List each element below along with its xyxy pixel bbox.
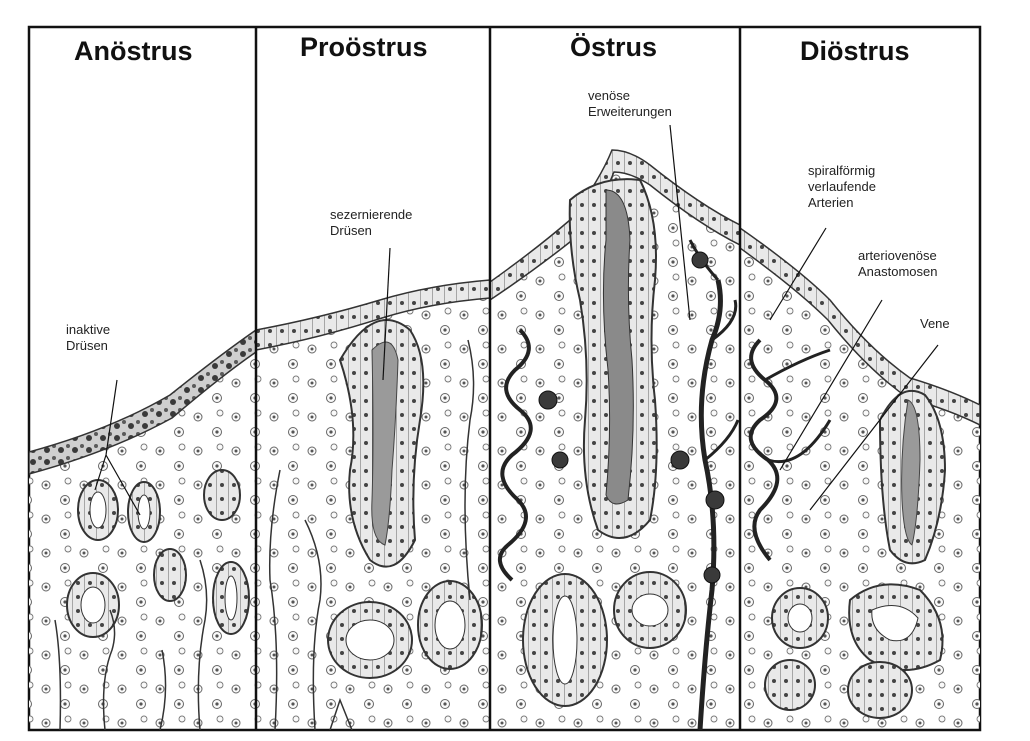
label-av-anastomoses: arteriovenöse Anastomosen bbox=[858, 248, 938, 280]
label-vein: Vene bbox=[920, 316, 950, 332]
label-line: venöse bbox=[588, 88, 672, 104]
label-line: verlaufende bbox=[808, 179, 876, 195]
label-line: Arterien bbox=[808, 195, 876, 211]
label-line: Drüsen bbox=[66, 338, 110, 354]
panel-title-anoestrus: Anöstrus bbox=[74, 36, 193, 67]
panel-title-prooestrus: Proöstrus bbox=[300, 32, 428, 63]
label-line: sezernierende bbox=[330, 207, 412, 223]
label-line: Erweiterungen bbox=[588, 104, 672, 120]
label-venous-dilations: venöse Erweiterungen bbox=[588, 88, 672, 120]
label-secreting-glands: sezernierende Drüsen bbox=[330, 207, 412, 239]
label-line: arteriovenöse bbox=[858, 248, 938, 264]
label-spiral-arteries: spiralförmig verlaufende Arterien bbox=[808, 163, 876, 211]
label-line: Vene bbox=[920, 316, 950, 332]
label-line: spiralförmig bbox=[808, 163, 876, 179]
label-line: Anastomosen bbox=[858, 264, 938, 280]
panel-title-dioestrus: Diöstrus bbox=[800, 36, 910, 67]
label-line: inaktive bbox=[66, 322, 110, 338]
label-inactive-glands: inaktive Drüsen bbox=[66, 322, 110, 354]
panel-title-oestrus: Östrus bbox=[570, 32, 657, 63]
label-line: Drüsen bbox=[330, 223, 412, 239]
